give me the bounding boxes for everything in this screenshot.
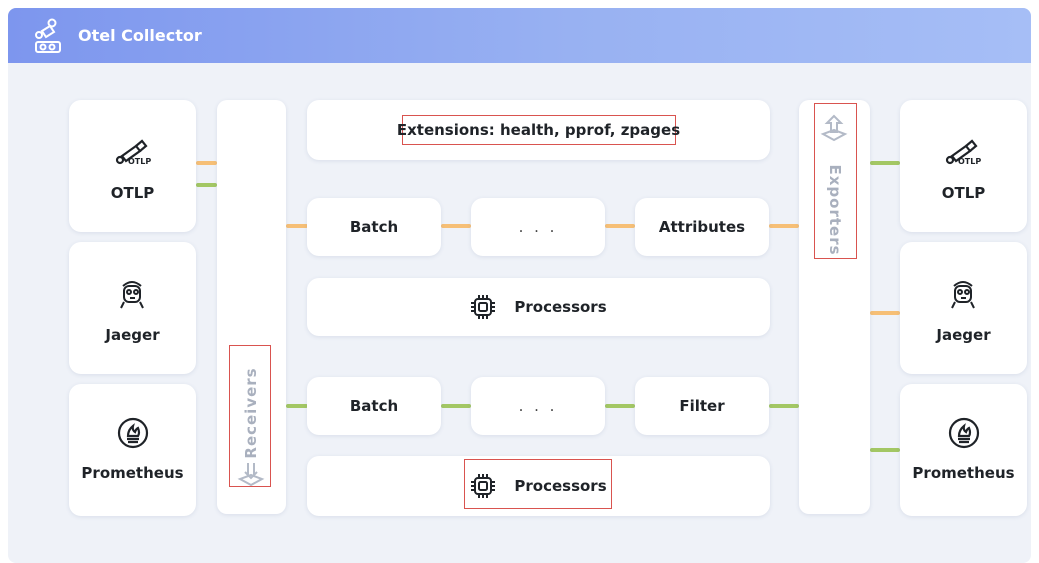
wire-otlp-orange <box>196 161 217 165</box>
prometheus-flame-icon <box>948 417 980 449</box>
otel-logo-icon <box>35 18 61 53</box>
wire-otlp-green <box>196 183 217 187</box>
exporter-prometheus-card: Prometheus <box>900 384 1027 516</box>
p1-processors-label: Processors <box>514 298 607 316</box>
p2-batch-box: Batch <box>307 377 441 435</box>
p1-ellipsis-label: . . . <box>518 218 558 236</box>
prometheus-flame-icon <box>117 417 149 449</box>
wire-exp-otlp <box>870 161 900 165</box>
svg-text:OTLP: OTLP <box>958 157 981 166</box>
exporters-column: Exporters <box>799 100 870 514</box>
exporter-otlp-label: OTLP <box>941 184 986 202</box>
svg-text:OTLP: OTLP <box>128 157 151 166</box>
receivers-highlight <box>229 345 271 487</box>
p1-ellipsis-box: . . . <box>471 198 605 256</box>
p2-processors-highlight <box>464 459 612 509</box>
p1-attributes-box: Attributes <box>635 198 769 256</box>
p2-ellipsis-label: . . . <box>518 397 558 415</box>
receiver-jaeger-label: Jaeger <box>105 326 160 344</box>
extensions-box: Extensions: health, pprof, zpages <box>307 100 770 160</box>
p2-filter-label: Filter <box>679 397 725 415</box>
p1-processors-row: Processors <box>307 278 770 336</box>
receiver-jaeger-card: Jaeger <box>69 242 196 374</box>
upload-arrow-icon <box>820 114 848 142</box>
extensions-label: Extensions: health, pprof, zpages <box>396 121 681 139</box>
wire-exp-jaeger <box>870 311 900 315</box>
receivers-label: Receivers <box>242 367 260 459</box>
wire-exp-prom <box>870 448 900 452</box>
p2-processors-label: Processors <box>514 477 607 495</box>
page-title: Otel Collector <box>78 26 202 45</box>
download-arrow-icon <box>237 463 265 487</box>
otlp-telescope-icon: OTLP <box>115 139 151 166</box>
p1-attributes-label: Attributes <box>658 218 746 236</box>
jaeger-gopher-icon <box>951 281 975 309</box>
p2-processors-row: Processors <box>307 456 770 516</box>
exporters-label: Exporters <box>826 164 844 256</box>
exporters-highlight <box>814 103 857 259</box>
exporter-otlp-card: OTLP OTLP <box>900 100 1027 232</box>
receiver-otlp-card: OTLP OTLP <box>69 100 196 232</box>
wire-p2-b <box>605 404 635 408</box>
wire-p2-c <box>769 404 799 408</box>
receiver-otlp-label: OTLP <box>110 184 155 202</box>
wire-recv-batch2 <box>286 404 308 408</box>
otlp-telescope-icon: OTLP <box>945 139 981 166</box>
p1-processors-box: Processors <box>307 278 770 336</box>
wire-p1-b <box>605 224 635 228</box>
p2-processors-box: Processors <box>307 456 770 516</box>
wire-p1-c <box>769 224 799 228</box>
p2-filter-box: Filter <box>635 377 769 435</box>
wire-recv-batch1 <box>286 224 308 228</box>
wire-p1-a <box>441 224 471 228</box>
exporter-prometheus-label: Prometheus <box>912 464 1015 482</box>
title-bar: Otel Collector <box>8 8 1031 63</box>
extensions-highlight <box>402 115 676 145</box>
p1-batch-box: Batch <box>307 198 441 256</box>
p2-ellipsis-box: . . . <box>471 377 605 435</box>
wire-p2-a <box>441 404 471 408</box>
receiver-prometheus-label: Prometheus <box>81 464 184 482</box>
p1-batch-label: Batch <box>349 218 399 236</box>
processor-chip-icon <box>471 295 496 319</box>
p2-batch-label: Batch <box>349 397 399 415</box>
receivers-column: Receivers <box>217 100 286 514</box>
jaeger-gopher-icon <box>120 281 144 309</box>
processor-chip-icon <box>471 474 496 498</box>
receiver-prometheus-card: Prometheus <box>69 384 196 516</box>
exporter-jaeger-card: Jaeger <box>900 242 1027 374</box>
exporter-jaeger-label: Jaeger <box>936 326 991 344</box>
diagram-canvas: Otel Collector OTLP OTLP Jaeger <box>8 8 1031 563</box>
